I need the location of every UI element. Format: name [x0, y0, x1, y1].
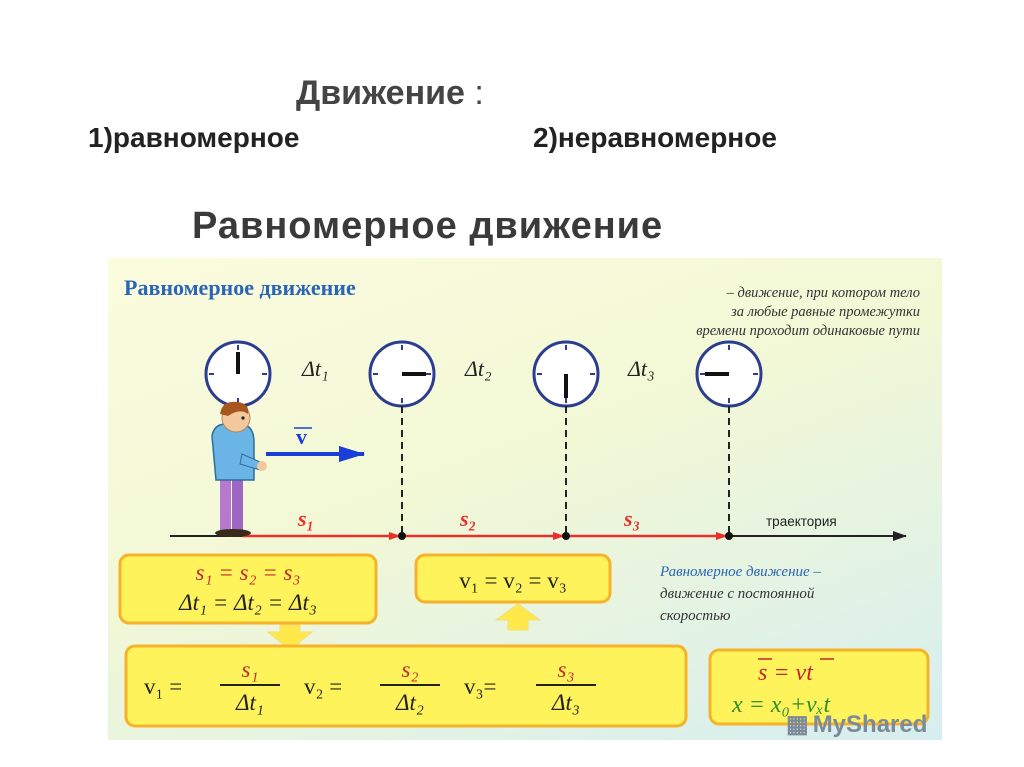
uniform-motion-figure: Равномерное движение – движение, при кот…: [108, 258, 942, 740]
motion-type-uniform: 1)равномерное: [88, 122, 300, 153]
formula-v3-den: Δt₃: [551, 690, 580, 715]
main-title-text: Движение: [296, 74, 465, 112]
interval-label-1: Δt₁: [301, 356, 329, 381]
clock-4: [695, 340, 763, 408]
formula-v2-lhs: v₂ =: [304, 674, 342, 699]
formula-v3-lhs: v₃=: [464, 674, 497, 699]
segment-label-3: s₃: [623, 506, 640, 531]
equality-box-1: [118, 553, 378, 625]
formula-v2-den: Δt₂: [395, 690, 424, 715]
presentation-icon: ▦: [786, 711, 809, 738]
down-arrow-icon: [266, 624, 314, 651]
figure-heading: Равномерное движение: [124, 275, 356, 300]
equality-box-1-line-2: Δt₁ = Δt₂ = Δt₃: [178, 590, 317, 615]
definition-line-1: – движение, при котором тело: [726, 285, 920, 301]
velocity-label: v: [296, 424, 307, 449]
definition-2-title: Равномерное движение –: [659, 564, 821, 580]
formula-v1-den: Δt₁: [235, 690, 264, 715]
definition-line-2: за любые равные промежутки: [730, 304, 920, 320]
equality-box-2-text: v₁ = v₂ = v₃: [459, 568, 567, 593]
segment-label-1: s₁: [297, 506, 314, 531]
interval-label-3: Δt₃: [627, 356, 655, 381]
motion-type-nonuniform: 2)неравномерное: [533, 122, 777, 153]
figure-canvas: Равномерное движение – движение, при кот…: [118, 275, 930, 728]
displacement-formula-box: [708, 648, 930, 726]
formula-v1-lhs: v₁ =: [144, 674, 182, 699]
definition-line-3: времени проходит одинаковые пути: [696, 323, 920, 339]
formula-displacement: s = vt: [758, 660, 814, 686]
myshared-logo: ▦MyShared: [786, 710, 927, 739]
main-title-colon: :: [474, 74, 484, 112]
clock-3: [532, 340, 600, 408]
up-arrow-icon: [494, 603, 542, 631]
definition-2-line-2: скоростью: [660, 608, 731, 624]
main-title: Движение :: [296, 74, 484, 113]
formula-v2-num: s₂: [402, 657, 419, 682]
walking-person: [211, 401, 267, 537]
myshared-logo-text: MyShared: [812, 711, 928, 738]
formula-v3-num: s₃: [558, 657, 575, 682]
banner-title: Равномерное движение: [192, 205, 664, 247]
equality-box-1-line-1: s₁ = s₂ = s₃: [196, 560, 301, 585]
definition-2-line-1: движение с постоянной: [660, 586, 815, 602]
trajectory-label: траектория: [766, 514, 837, 529]
clock-2: [368, 340, 436, 408]
clock-1: [204, 340, 272, 408]
formula-v1-num: s₁: [242, 657, 259, 682]
equality-box-2: [414, 553, 612, 604]
formula-coordinate: x = x₀+vₓt: [731, 692, 832, 718]
interval-label-2: Δt₂: [464, 356, 492, 381]
segment-label-2: s₂: [459, 506, 476, 531]
